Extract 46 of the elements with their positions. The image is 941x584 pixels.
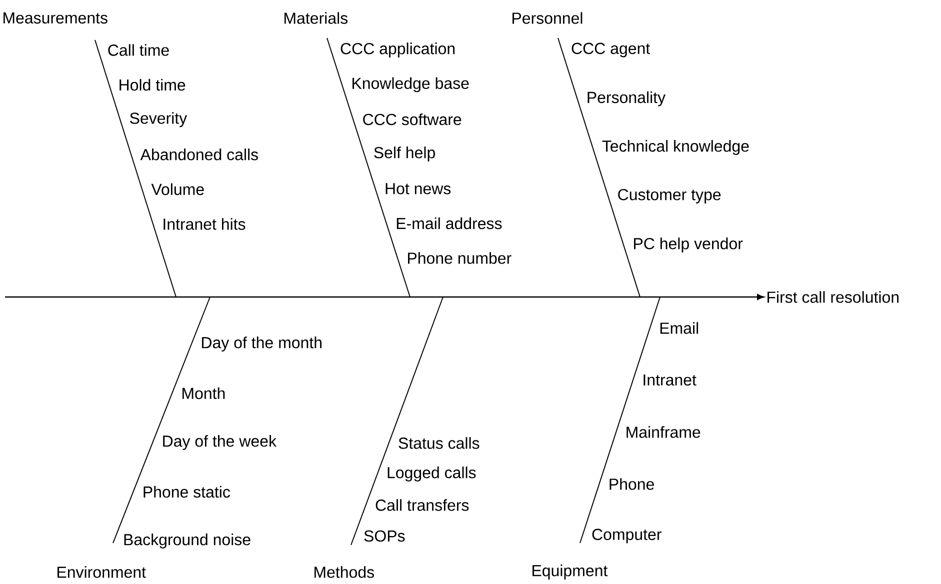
cause-label: Day of the week	[163, 435, 277, 450]
cause-label: Technical knowledge	[602, 140, 749, 155]
cause-label: CCC application	[340, 42, 455, 58]
bone-line	[112, 296, 210, 544]
cause-label: Customer type	[618, 188, 721, 204]
category-label: Personnel	[512, 12, 582, 24]
cause-label: Call time	[108, 44, 169, 56]
cause-label: SOPs	[364, 530, 405, 542]
cause-label: Computer	[592, 528, 662, 544]
cause-label: Personality	[588, 91, 666, 106]
cause-label: Volume	[151, 183, 204, 196]
cause-label: Hot news	[386, 183, 451, 194]
cause-label: PC help vendor	[634, 238, 743, 252]
cause-label: Status calls	[398, 437, 480, 449]
category-label: Environment	[58, 566, 146, 578]
cause-label: CCC agent	[572, 42, 650, 58]
cause-label: Day of the month	[202, 336, 322, 352]
bone-line	[326, 38, 410, 298]
cause-label: Abandoned calls	[140, 148, 258, 160]
bone-line	[558, 38, 640, 298]
category-label: Materials	[284, 12, 348, 24]
cause-label: Hold time	[120, 78, 186, 91]
cause-label: Intranet hits	[164, 218, 246, 230]
cause-label: Phone number	[408, 252, 512, 264]
category-label: Equipment	[532, 564, 608, 580]
cause-label: Background noise	[124, 534, 250, 548]
cause-label: Logged calls	[388, 466, 476, 482]
cause-label: E-mail address	[396, 217, 502, 230]
cause-label: Self help	[374, 146, 435, 162]
cause-label: Email	[660, 322, 698, 334]
cause-label: Phone static	[144, 486, 230, 498]
category-label: Measurements	[4, 12, 108, 24]
bone-line	[350, 296, 444, 546]
cause-label: Mainframe	[626, 426, 700, 438]
cause-label: Intranet	[644, 374, 696, 386]
cause-label: Month	[182, 387, 225, 400]
cause-label: Knowledge base	[352, 77, 469, 92]
spine-arrow	[5, 294, 764, 300]
bone-line	[94, 40, 176, 298]
cause-label: CCC software	[363, 113, 462, 126]
cause-label: Call transfers	[376, 499, 469, 511]
cause-label: Severity	[130, 112, 188, 128]
effect-label: First call resolution	[768, 291, 899, 303]
category-label: Methods	[314, 566, 374, 578]
bone-line	[580, 296, 660, 544]
cause-label: Phone	[610, 478, 654, 490]
